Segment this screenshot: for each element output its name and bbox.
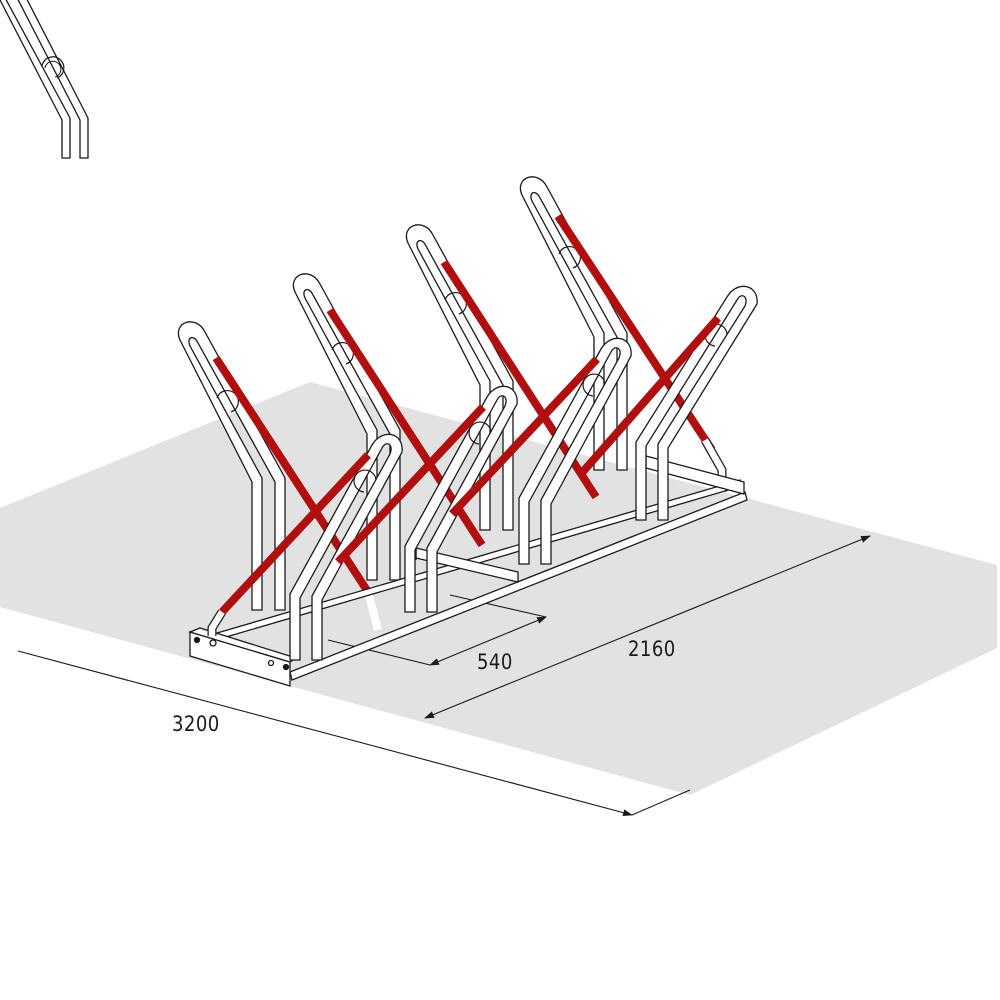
dimension-540-label: 540: [477, 650, 513, 674]
rear-holders: [0, 0, 89, 159]
dimension-540: [327, 594, 547, 666]
ground-plane: [0, 382, 997, 795]
front-holder-3: [449, 337, 632, 565]
red-stripe: [219, 452, 371, 615]
red-stripe: [576, 315, 722, 478]
dimension-3200-label: 3200: [172, 712, 220, 736]
red-stripe: [335, 404, 486, 565]
dimension-2160: [424, 535, 871, 719]
front-holder-4: [576, 285, 758, 521]
dimension-2160-label: 2160: [628, 637, 676, 661]
dimension-3200: [17, 650, 691, 817]
red-stripe: [449, 356, 600, 517]
base-frame: [188, 455, 748, 687]
front-holder-1: [207, 433, 403, 661]
